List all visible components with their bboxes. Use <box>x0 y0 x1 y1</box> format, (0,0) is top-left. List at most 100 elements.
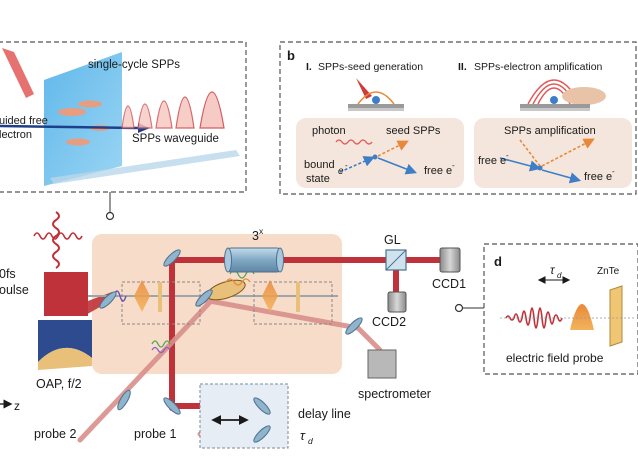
telescope-lens-left <box>224 247 232 273</box>
mirror-4 <box>163 397 181 415</box>
seed-diagram-bg <box>296 118 464 188</box>
spps-amplification-label: SPPs amplification <box>504 125 596 137</box>
panel-d-frame <box>483 243 638 375</box>
free-e-3-sup: - <box>612 167 615 176</box>
setup: 0fs oulse OAP, f/2 z <box>0 211 484 449</box>
free-e-2-sup: - <box>506 151 509 160</box>
seed-spps-label: seed SPPs <box>386 125 441 137</box>
panel-a-connector-dot <box>105 211 115 221</box>
free-e-1-label: free e <box>424 165 452 177</box>
probe1-label: probe 1 <box>134 427 176 441</box>
panel-a-frame <box>0 41 247 193</box>
waveguide-plate <box>50 150 240 184</box>
pulse-label: oulse <box>0 283 29 297</box>
photon-wave-icon <box>335 139 373 145</box>
ccd1-camera <box>439 247 461 273</box>
electron-label: lectron <box>0 129 32 141</box>
znte-label: ZnTe <box>597 266 620 277</box>
oap-mirror-base <box>38 347 92 370</box>
three-x-sup: x <box>259 226 264 236</box>
free-electron-line <box>377 157 417 175</box>
photon-label: photon <box>312 125 346 137</box>
delay-line-label: delay line <box>298 407 351 421</box>
part1-title: SPPs-seed generation <box>318 61 423 73</box>
delay-tau-label: τ <box>300 428 306 443</box>
ccd2-label: CCD2 <box>372 315 406 329</box>
panel-a-title: single-cycle SPPs <box>88 59 180 71</box>
laser-cone-icon <box>2 48 34 98</box>
mirror-3 <box>345 317 363 335</box>
free-e-3-label: free e <box>584 171 612 183</box>
part2-numeral: II. <box>458 61 467 73</box>
gl-cube-diagonal <box>385 249 407 271</box>
spp-peaks <box>121 91 225 129</box>
e-left-sup: - <box>345 161 348 170</box>
probe-pulse <box>570 304 594 330</box>
panel-b-frame <box>279 41 637 195</box>
panel-d-tau-sub: d <box>557 271 562 280</box>
delay-line-stage <box>199 383 289 449</box>
spectrometer-label: spectrometer <box>358 387 431 401</box>
pump-beam <box>44 272 88 316</box>
free-e-1-sup: - <box>452 161 455 170</box>
panel-d-connector-dot <box>454 303 464 313</box>
part1-numeral: I. <box>306 61 312 73</box>
delay-tau-sub: d <box>308 436 313 446</box>
sample-plate-1 <box>158 282 162 312</box>
amp-out-electron <box>541 169 582 184</box>
panel-d-letter: d <box>494 254 502 269</box>
mirrors <box>99 249 363 415</box>
panel-d: d τ d ZnTe electric field probe <box>483 243 638 375</box>
mirror-2 <box>195 289 213 307</box>
spectrum-wave-2 <box>225 278 251 286</box>
pump-wave-icon <box>52 211 60 269</box>
telescope-lens-right <box>276 247 284 273</box>
ccd2-camera <box>387 291 407 313</box>
spp-pulse-2 <box>262 280 278 312</box>
waveguide-screen <box>44 52 122 186</box>
electron-beam-arrow <box>0 124 139 130</box>
panel-b-letter: b <box>287 48 295 63</box>
mirror-6 <box>99 291 117 309</box>
panel-d-caption: electric field probe <box>506 351 604 365</box>
free-e-2-label: free e <box>478 155 506 167</box>
amp-spp-in <box>519 139 541 167</box>
part2-title: SPPs-electron amplification <box>474 61 603 73</box>
panel-d-tau: τ <box>550 263 556 277</box>
amp-spp-out <box>541 138 595 167</box>
e-left-label: e <box>338 166 344 177</box>
seed-spp-line <box>377 140 409 157</box>
panel-b: b I. SPPs-seed generation II. SPPs-elect… <box>279 41 637 195</box>
amp-in-electron <box>499 157 542 172</box>
pump-focus <box>48 292 112 316</box>
ccd1-label: CCD1 <box>432 277 466 291</box>
sample-plate-2 <box>296 282 300 312</box>
pulse-time-label: 0fs <box>0 267 16 281</box>
spectrometer-box <box>367 349 397 379</box>
mirror-1 <box>163 249 181 267</box>
delay-line-mirrors <box>253 397 271 443</box>
gl-label: GL <box>384 233 401 247</box>
three-x-label: 3 <box>252 229 259 243</box>
bound-electron-line <box>339 156 375 173</box>
seed-vertex <box>372 154 378 160</box>
amp-vertex <box>537 165 543 171</box>
guided-free-label: uided free <box>0 115 48 127</box>
amp-diagram-bg <box>474 118 632 188</box>
telescope-3x <box>227 247 281 273</box>
spectrum-wave-3 <box>151 340 171 348</box>
seed-generation-icon <box>348 78 404 111</box>
probe2-label: probe 2 <box>34 427 76 441</box>
bound-label: bound <box>304 159 335 171</box>
pump-wave-horizontal <box>33 232 83 240</box>
waveguide-label: SPPs waveguide <box>132 133 219 145</box>
mirror-5 <box>117 389 131 411</box>
oap-mirror <box>38 320 92 362</box>
state-label: state <box>306 173 330 185</box>
spp-pulse-1 <box>134 280 150 312</box>
panel-a: single-cycle SPPs uided free lectron SPP… <box>0 41 247 221</box>
amplification-icon <box>520 79 606 111</box>
z-axis-label: z <box>14 399 20 413</box>
spectrum-wave-4 <box>151 346 171 354</box>
